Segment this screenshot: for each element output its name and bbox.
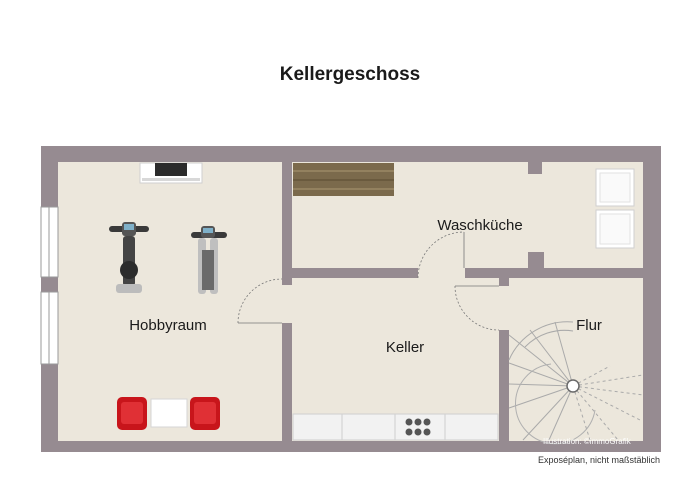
wall-stub: [528, 162, 542, 174]
hobbyraum-floor: [58, 162, 282, 441]
wall-pillar: [528, 252, 544, 268]
armchair-right-icon: [190, 397, 220, 430]
door-gap-keller-wasch: [418, 268, 465, 278]
door-swing-hobby: [237, 278, 283, 324]
door-swing-flur: [454, 285, 500, 331]
room-label-waschkueche: Waschküche: [437, 217, 522, 234]
washing-machine-icon: [595, 168, 635, 207]
armchair-left-icon: [117, 397, 147, 430]
spiral-staircase-icon: [508, 321, 644, 445]
side-table: [150, 398, 188, 428]
kitchen-counter: [292, 413, 499, 441]
door-swing-wasch: [417, 231, 465, 279]
exercise-bike-icon: [109, 222, 149, 293]
door-gap-keller-flur: [499, 286, 509, 330]
cross-trainer-icon: [191, 226, 227, 294]
room-label-flur: Flur: [576, 317, 602, 334]
tv-sideboard-icon: [139, 162, 203, 184]
stove-icon: [405, 418, 431, 436]
window-left-upper: [40, 206, 59, 278]
room-label-keller: Keller: [386, 339, 424, 356]
plan-title: Kellergeschoss: [279, 64, 421, 85]
plan-disclaimer: Exposéplan, nicht maßstäblich: [537, 455, 660, 465]
door-gap-hobby-keller: [282, 285, 292, 323]
dryer-icon: [595, 209, 635, 249]
wooden-shelf: [293, 163, 394, 196]
illustration-credit: Illustration: ©immoGrafik: [543, 437, 631, 446]
flur-floor: [509, 278, 643, 441]
window-left-lower: [40, 291, 59, 365]
room-label-hobbyraum: Hobbyraum: [129, 317, 207, 334]
